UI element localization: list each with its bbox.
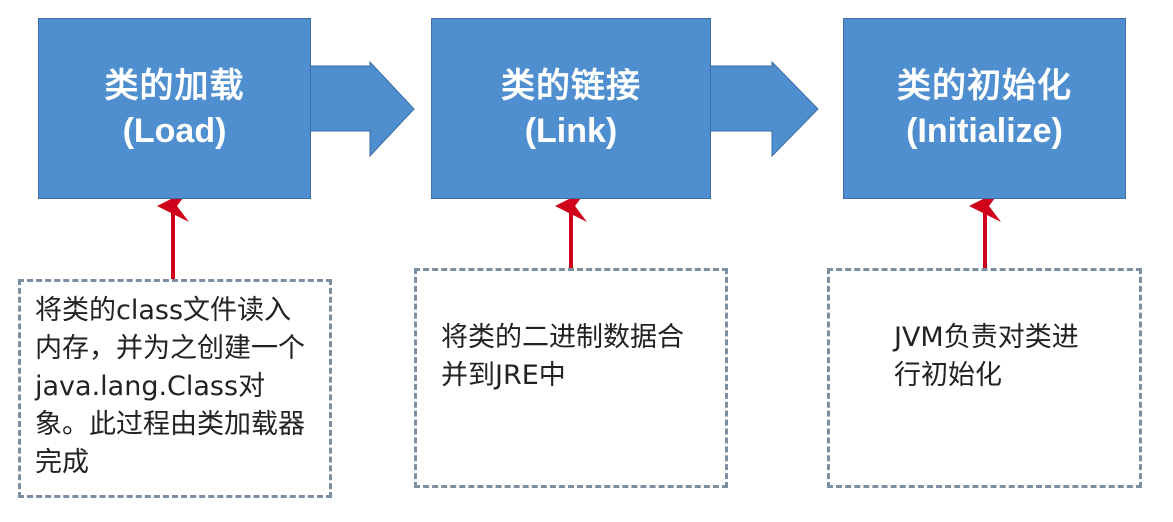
description-text: JVM负责对类进行初始化 [894, 322, 1079, 391]
stage-initialize: 类的初始化 (Initialize) [843, 18, 1126, 199]
flow-arrow-link-to-initialize [709, 60, 819, 158]
description-link: 将类的二进制数据合并到JRE中 [414, 268, 728, 488]
stage-title: 类的初始化 [897, 65, 1072, 106]
stage-subtitle: (Link) [524, 111, 618, 150]
stage-title: 类的加载 [104, 65, 245, 106]
stage-load: 类的加载 (Load) [38, 18, 311, 199]
description-load: 将类的class文件读入内存，并为之创建一个java.lang.Class对象。… [18, 279, 332, 498]
flow-arrow-load-to-link [309, 60, 415, 158]
description-initialize: JVM负责对类进行初始化 [827, 268, 1142, 488]
description-text: 将类的class文件读入内存，并为之创建一个java.lang.Class对象。… [35, 295, 305, 478]
stage-subtitle: (Initialize) [906, 111, 1063, 150]
description-text: 将类的二进制数据合并到JRE中 [441, 322, 684, 391]
stage-subtitle: (Load) [122, 111, 227, 150]
stage-title: 类的链接 [501, 65, 641, 106]
stage-link: 类的链接 (Link) [431, 18, 711, 199]
